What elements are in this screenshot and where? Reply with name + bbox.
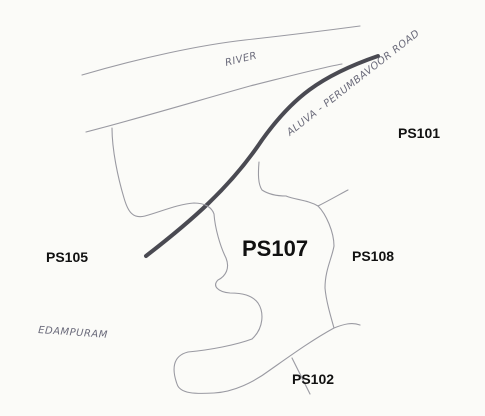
boundary-left [111, 127, 215, 218]
boundary-south-stub [291, 357, 311, 395]
station-ps105: PS105 [46, 249, 88, 265]
boundary-central-west [213, 213, 263, 340]
river-label: RIVER [224, 50, 258, 69]
station-ps107: PS107 [242, 236, 308, 261]
station-ps102: PS102 [292, 371, 334, 387]
locality-label: EDAMPURAM [38, 325, 108, 341]
boundary-north-east [317, 189, 349, 207]
river-upper-bank [81, 25, 361, 76]
station-ps108: PS108 [352, 248, 394, 264]
boundary-center-stub [257, 161, 287, 197]
river-lower-bank [85, 63, 343, 133]
boundary-central-east [285, 195, 335, 329]
aluva-perumbavoor-road [144, 54, 380, 258]
station-ps101: PS101 [398, 125, 440, 141]
road-label: ALUVA - PERUMBAVOOR ROAD [284, 28, 422, 139]
